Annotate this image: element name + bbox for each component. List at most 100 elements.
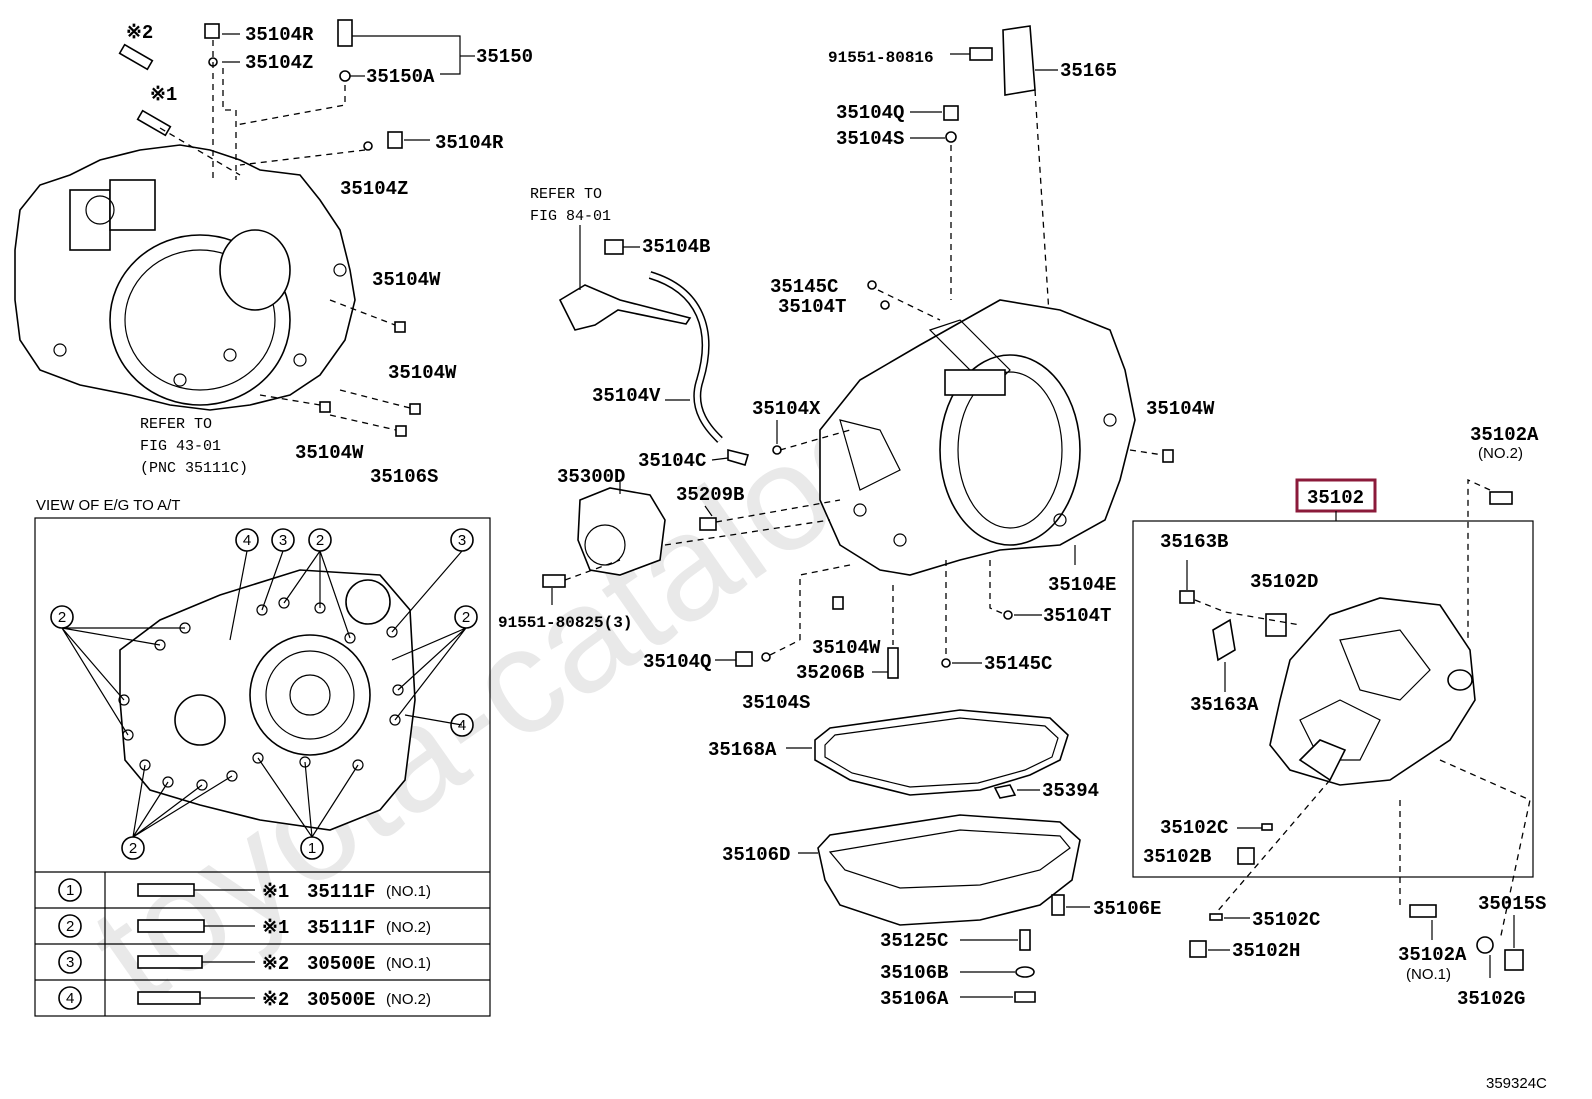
label-35165: 35165 <box>1060 60 1117 82</box>
svg-text:2: 2 <box>129 840 137 857</box>
bolt-icon <box>542 574 566 588</box>
svg-text:※1: ※1 <box>262 881 289 903</box>
union-icon <box>727 448 750 466</box>
svg-text:2: 2 <box>58 609 66 626</box>
label-35106S: 35106S <box>370 466 438 488</box>
label-35106D: 35106D <box>722 844 790 866</box>
label-35104V: 35104V <box>592 385 661 407</box>
table-row: 1 ※1 35111F (NO.1) <box>58 878 431 903</box>
label-35104R-2: 35104R <box>435 132 504 154</box>
label-35104B: 35104B <box>642 236 710 258</box>
gasket-icon <box>867 280 877 290</box>
label-35104X: 35104X <box>752 398 821 420</box>
transaxle-housing-left <box>14 144 356 411</box>
refer-note-top-2: FIG 84-01 <box>530 208 611 225</box>
label-35104Z: 35104Z <box>245 52 313 74</box>
label-35163B: 35163B <box>1160 531 1228 553</box>
label-35102G: 35102G <box>1457 988 1525 1010</box>
label-35104T-2: 35104T <box>1043 605 1111 627</box>
svg-text:(NO.2): (NO.2) <box>386 919 431 936</box>
highlighted-part-label[interactable]: 35102 <box>1307 487 1364 509</box>
highlighted-part-box[interactable] <box>1295 478 1377 513</box>
sensor-icon <box>1237 847 1255 865</box>
dowel-pin-icon <box>319 321 421 437</box>
label-91551-80816: 91551-80816 <box>828 49 934 67</box>
label-35102C-1: 35102C <box>1160 817 1228 839</box>
engine-to-transaxle-view <box>118 569 416 831</box>
o-ring-icon <box>1209 913 1223 921</box>
label-35106B: 35106B <box>880 962 948 984</box>
label-35102H: 35102H <box>1232 940 1300 962</box>
bracket-icon <box>1002 25 1036 96</box>
label-no2: (NO.2) <box>1478 445 1523 462</box>
stud-icon <box>887 647 899 679</box>
bracket-icon <box>1212 618 1236 662</box>
label-35104C: 35104C <box>638 450 706 472</box>
svg-text:(NO.1): (NO.1) <box>386 883 431 900</box>
label-35104E: 35104E <box>1048 574 1116 596</box>
label-35102D: 35102D <box>1250 571 1318 593</box>
label-35106E: 35106E <box>1093 898 1161 920</box>
bolt-icon <box>1179 590 1195 604</box>
label-35209B: 35209B <box>676 484 744 506</box>
label-35300D: 35300D <box>557 466 625 488</box>
extension-housing-frame <box>1132 520 1534 878</box>
svg-text:30500E: 30500E <box>307 953 375 975</box>
oil-pump-icon <box>577 487 666 576</box>
label-35206B: 35206B <box>796 662 864 684</box>
label-35104W-4: 35104W <box>1146 398 1215 420</box>
label-35106A: 35106A <box>880 988 949 1010</box>
gasket-icon <box>1476 936 1494 954</box>
svg-text:※1: ※1 <box>262 917 289 939</box>
label-35104S-2: 35104S <box>742 692 810 714</box>
gasket-icon <box>945 131 957 143</box>
bolt-icon <box>1409 904 1437 918</box>
drain-plug-icon <box>1014 991 1036 1003</box>
svg-text:2: 2 <box>66 918 74 935</box>
plug-icon <box>204 19 403 151</box>
gasket-icon <box>772 445 782 455</box>
svg-text:30500E: 30500E <box>307 989 375 1011</box>
mark-2: ※2 <box>126 22 153 44</box>
label-35104W-3: 35104W <box>295 442 364 464</box>
plug-icon <box>699 517 717 531</box>
plug-icon <box>1504 949 1524 971</box>
figure-code: 359324C <box>1486 1075 1547 1092</box>
transaxle-case <box>819 299 1136 576</box>
svg-text:4: 4 <box>66 990 74 1007</box>
label-35104S-1: 35104S <box>836 128 904 150</box>
plug-icon <box>943 105 959 121</box>
gasket-icon <box>761 652 771 662</box>
label-35145C-2: 35145C <box>984 653 1052 675</box>
table-row: 4 ※2 30500E (NO.2) <box>58 986 431 1011</box>
magnet-icon <box>993 784 1017 799</box>
svg-text:2: 2 <box>316 532 324 549</box>
svg-text:3: 3 <box>66 954 74 971</box>
stud-icon <box>1019 929 1031 951</box>
svg-text:3: 3 <box>279 532 287 549</box>
label-no1: (NO.1) <box>1406 966 1451 983</box>
svg-text:35111F: 35111F <box>307 881 375 903</box>
table-row: 3 ※2 30500E (NO.1) <box>58 950 431 975</box>
view-box-title: VIEW OF E/G TO A/T <box>36 497 180 514</box>
label-35102A-top: 35102A <box>1470 424 1539 446</box>
label-35145C: 35145C <box>770 276 838 298</box>
label-35104T: 35104T <box>778 296 846 318</box>
gasket-icon <box>941 658 951 668</box>
svg-text:1: 1 <box>66 882 74 899</box>
label-35104W-1: 35104W <box>372 269 441 291</box>
label-91551-80825: 91551-80825(3) <box>498 614 632 632</box>
label-35104Z-2: 35104Z <box>340 178 408 200</box>
label-35150A: 35150A <box>366 66 435 88</box>
label-35104W-5: 35104W <box>812 637 881 659</box>
dowel-pin-icon <box>832 596 844 610</box>
label-35102A-bottom: 35102A <box>1398 944 1467 966</box>
oil-pan-gasket <box>814 709 1069 796</box>
bolt-icon <box>969 47 993 61</box>
gasket-icon <box>880 300 890 310</box>
svg-text:※2: ※2 <box>262 989 289 1011</box>
svg-text:※2: ※2 <box>262 953 289 975</box>
svg-text:4: 4 <box>458 717 466 734</box>
refer-note-left-3: (PNC 35111C) <box>140 460 248 477</box>
